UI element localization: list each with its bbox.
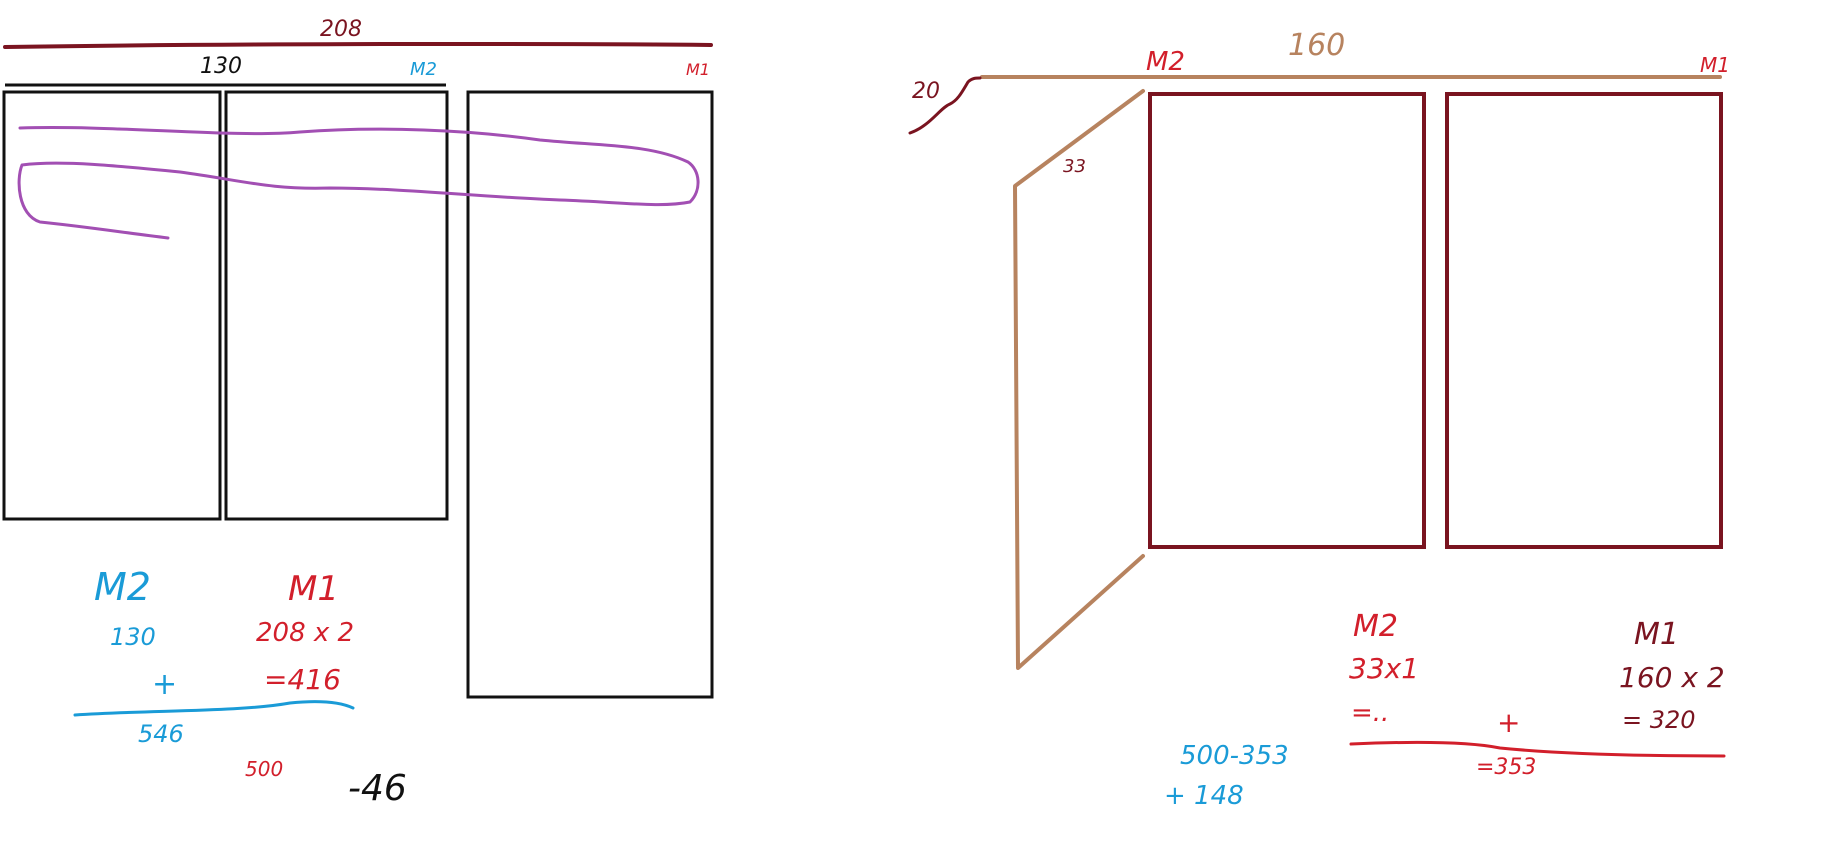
left-calc-diff: -46 — [348, 768, 407, 809]
left-calc-sum-line — [73, 700, 355, 717]
right-corner-squiggle — [908, 76, 982, 135]
right-side-length-label: 33 — [1063, 156, 1086, 177]
left-calc-m2-value: 130 — [110, 623, 156, 651]
right-top-length-label: 160 — [1288, 28, 1345, 63]
left-panel-1 — [2, 90, 222, 521]
right-calc-plus: + — [1497, 706, 1520, 739]
left-calc-budget: 500 — [245, 757, 283, 781]
left-inner-length-label: 130 — [200, 54, 242, 79]
left-calc-sum: 546 — [138, 720, 184, 748]
left-calculation: M2 130 M1 208 x 2 + =416 546 500 -46 — [73, 565, 407, 809]
left-top-dimension-line — [3, 41, 713, 49]
right-calc-remainder: + 148 — [1164, 781, 1244, 811]
right-door-1 — [1148, 92, 1426, 549]
purple-scribble — [17, 126, 700, 240]
right-m2-label: M2 — [1146, 47, 1185, 77]
left-calc-m2-title: M2 — [94, 565, 151, 609]
right-calculation: M2 33x1 =.. + M1 160 x 2 = 320 =353 500-… — [1164, 609, 1726, 811]
right-calc-sum: =353 — [1476, 755, 1536, 780]
right-calc-m1-title: M1 — [1634, 617, 1679, 652]
left-m1-label: M1 — [686, 60, 710, 79]
left-calc-m1-title: M1 — [288, 569, 339, 609]
right-calc-budget-expr: 500-353 — [1180, 741, 1289, 771]
right-calc-m2-result: =.. — [1351, 698, 1389, 728]
left-panel-2 — [224, 90, 449, 521]
left-top-length-label: 208 — [320, 17, 362, 42]
right-side-panel — [1013, 89, 1145, 670]
left-calc-m1-result: =416 — [264, 663, 341, 696]
right-corner-length-label: 20 — [912, 79, 940, 104]
right-calc-sum-line — [1349, 740, 1726, 758]
left-m2-label: M2 — [410, 59, 437, 80]
left-calc-plus: + — [152, 667, 177, 702]
right-calc-m2-expr: 33x1 — [1349, 652, 1419, 685]
left-sketch: 208 130 M2 M1 M2 130 M1 208 x 2 + =416 5… — [2, 17, 714, 809]
left-panel-3 — [466, 90, 714, 699]
right-calc-m2-title: M2 — [1353, 609, 1398, 644]
right-door-2 — [1445, 92, 1723, 549]
right-sketch: 160 M2 M1 20 33 M2 33x1 =.. + M1 160 x 2… — [908, 28, 1730, 811]
left-calc-m1-expr: 208 x 2 — [256, 618, 354, 648]
right-m1-label: M1 — [1700, 53, 1730, 77]
right-calc-m1-result: = 320 — [1622, 706, 1696, 734]
right-calc-m1-expr: 160 x 2 — [1619, 661, 1725, 694]
